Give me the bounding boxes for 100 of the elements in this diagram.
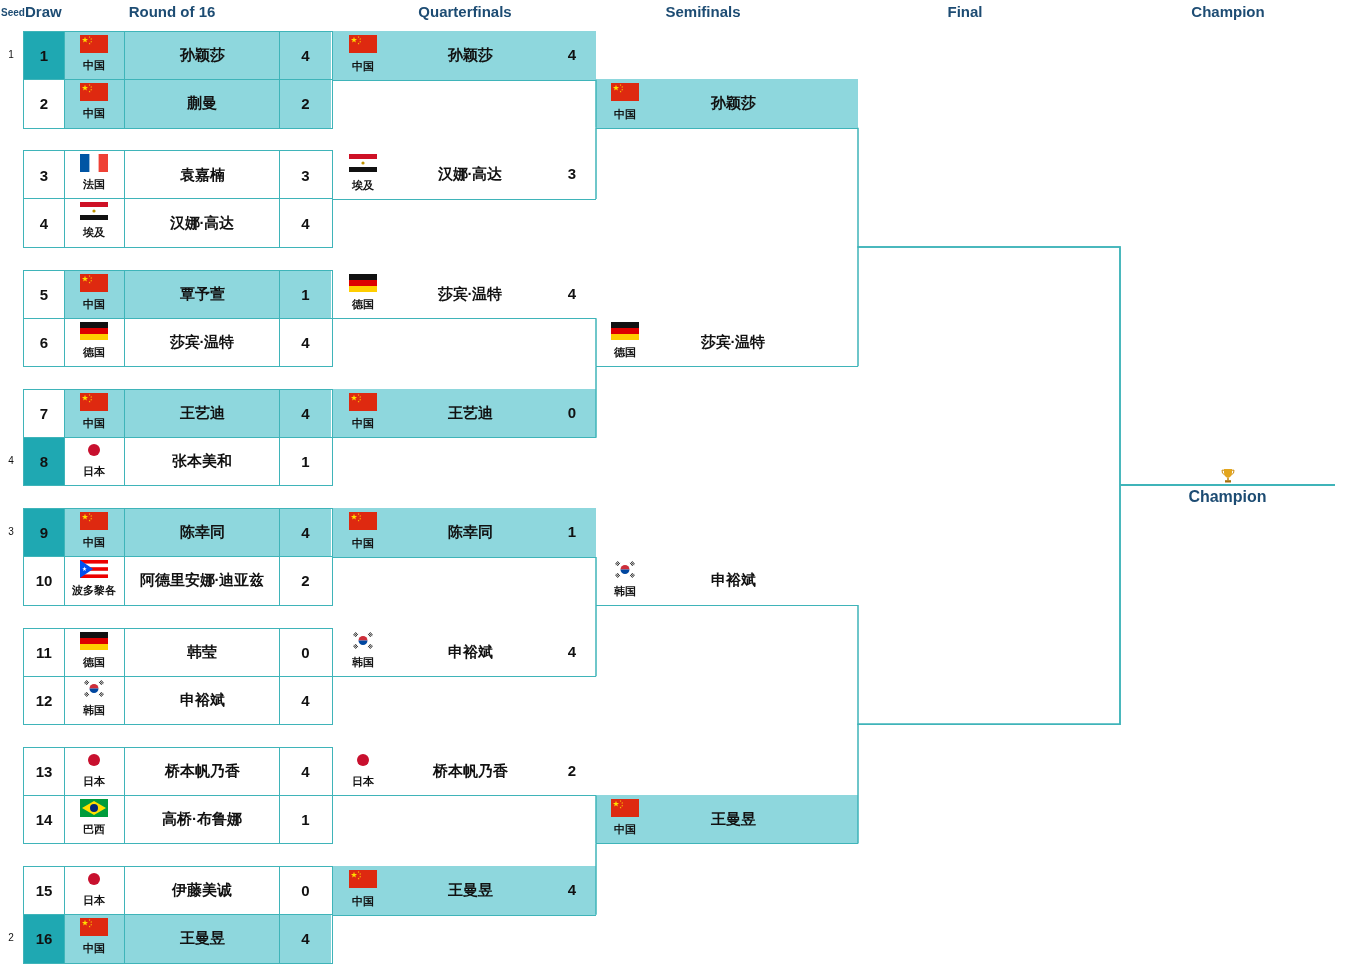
- score: 4: [567, 46, 577, 64]
- player-row: [23, 198, 333, 248]
- player-name: 孙颖莎: [710, 94, 756, 112]
- bracket-line: [857, 246, 1121, 486]
- player-name-cell: 阿德里安娜·迪亚兹: [125, 557, 280, 605]
- country-name: 中国: [614, 823, 636, 836]
- draw-number-cell: 8: [24, 437, 65, 486]
- column-header: Final: [947, 3, 983, 21]
- player-row: [23, 746, 333, 797]
- score-cell-text: 4: [300, 332, 311, 353]
- player-slot: [333, 388, 596, 439]
- country-name: 巴西: [83, 822, 106, 836]
- score-cell-text: 4: [300, 690, 311, 711]
- country-name: 中国: [83, 535, 106, 549]
- country-name: 波多黎各: [72, 583, 117, 597]
- seed-number: 2: [8, 932, 14, 944]
- score-cell-text: 4: [300, 213, 311, 234]
- seed-number: 4: [8, 455, 14, 467]
- bracket-line: [857, 484, 1121, 845]
- score-cell: 4: [280, 915, 331, 963]
- country-name: 德国: [614, 345, 636, 359]
- bracket-line: [595, 79, 597, 129]
- player-row: [23, 269, 333, 320]
- country-name: 韩国: [83, 703, 106, 716]
- column-header: Champion: [1191, 3, 1265, 21]
- score-cell: 2: [280, 80, 331, 128]
- player-slot: [333, 31, 596, 81]
- player-row: [23, 31, 333, 81]
- country-name: 中国: [352, 59, 374, 72]
- score-cell: 4: [280, 32, 331, 80]
- player-name-cell: 陈幸同: [125, 509, 280, 557]
- country-name: 中国: [83, 58, 106, 72]
- player-name-cell: 莎宾·温特: [125, 318, 280, 367]
- player-name-cell: 王艺迪: [125, 389, 280, 438]
- country-name: 中国: [614, 107, 636, 120]
- column-header: Quarterfinals: [418, 3, 512, 21]
- player-name: 桥本帆乃香: [432, 762, 508, 780]
- player-name-cell: 张本美和: [125, 437, 280, 486]
- player-row: [23, 317, 333, 368]
- bracket-line: [595, 794, 597, 845]
- score: 4: [567, 284, 577, 303]
- country-name: 中国: [83, 941, 106, 955]
- player-name-cell: 蒯曼: [125, 80, 280, 128]
- column-header: Seed: [1, 7, 25, 19]
- player-name: 孙颖莎: [447, 46, 493, 64]
- player-name-cell: 孙颖莎: [125, 32, 280, 80]
- player-name: 陈幸同: [447, 523, 493, 541]
- column-header: Round of 16: [128, 3, 216, 21]
- country-name: 日本: [83, 774, 106, 788]
- player-name: 申裕斌: [447, 642, 493, 661]
- draw-number-cell: 4: [24, 199, 65, 247]
- score-cell-text: 1: [300, 810, 311, 831]
- player-row: [23, 794, 333, 845]
- bracket-line: [595, 556, 597, 606]
- player-row: [23, 436, 333, 487]
- seed-number: 3: [8, 526, 14, 538]
- country-name: 法国: [83, 178, 106, 191]
- score-cell: 1: [280, 270, 331, 319]
- player-name-cell: 申裕斌: [125, 676, 280, 724]
- player-row: [23, 866, 333, 916]
- country-name: 中国: [83, 106, 106, 120]
- player-name: 莎宾·温特: [700, 332, 766, 351]
- country-name: 日本: [352, 775, 374, 788]
- score-cell-text: 0: [300, 642, 311, 663]
- bracket-line: [595, 604, 597, 677]
- player-row: [23, 388, 333, 439]
- country-name: 日本: [83, 893, 106, 907]
- draw-number-cell: 9: [24, 509, 65, 557]
- player-name: 王艺迪: [447, 404, 493, 422]
- player-name: 王曼昱: [447, 881, 493, 899]
- player-name: 莎宾·温特: [437, 284, 503, 303]
- country-name: 埃及: [83, 226, 106, 239]
- score: 4: [567, 642, 577, 661]
- country-name: 德国: [352, 297, 374, 311]
- champion-label: Champion: [1188, 487, 1267, 507]
- country-name: 韩国: [352, 655, 374, 669]
- country-name: 中国: [352, 417, 374, 430]
- draw-number-cell: 1: [24, 32, 65, 80]
- column-header: Semifinals: [665, 3, 741, 21]
- player-slot: [596, 79, 858, 129]
- country-name: 中国: [83, 416, 106, 430]
- player-name: 王曼昱: [710, 810, 756, 828]
- score-cell-text: 3: [300, 165, 311, 186]
- player-row: [23, 79, 333, 129]
- score: 0: [567, 404, 577, 422]
- draw-number-cell: 12: [24, 676, 65, 724]
- player-slot: [333, 866, 596, 916]
- bracket-line: [595, 317, 597, 368]
- country-name: 中国: [83, 297, 106, 310]
- score-cell-text: 1: [300, 452, 311, 473]
- score-cell: 4: [280, 509, 331, 557]
- score-cell: 4: [280, 389, 331, 438]
- draw-number-cell: 6: [24, 318, 65, 367]
- country-name: 德国: [83, 345, 106, 358]
- draw-number-cell: 16: [24, 915, 65, 963]
- draw-number-cell: 14: [24, 795, 65, 844]
- player-name-cell: 覃予萱: [125, 270, 280, 319]
- bracket-line: [595, 127, 597, 200]
- player-row: [23, 508, 333, 558]
- column-header: Draw: [25, 3, 62, 21]
